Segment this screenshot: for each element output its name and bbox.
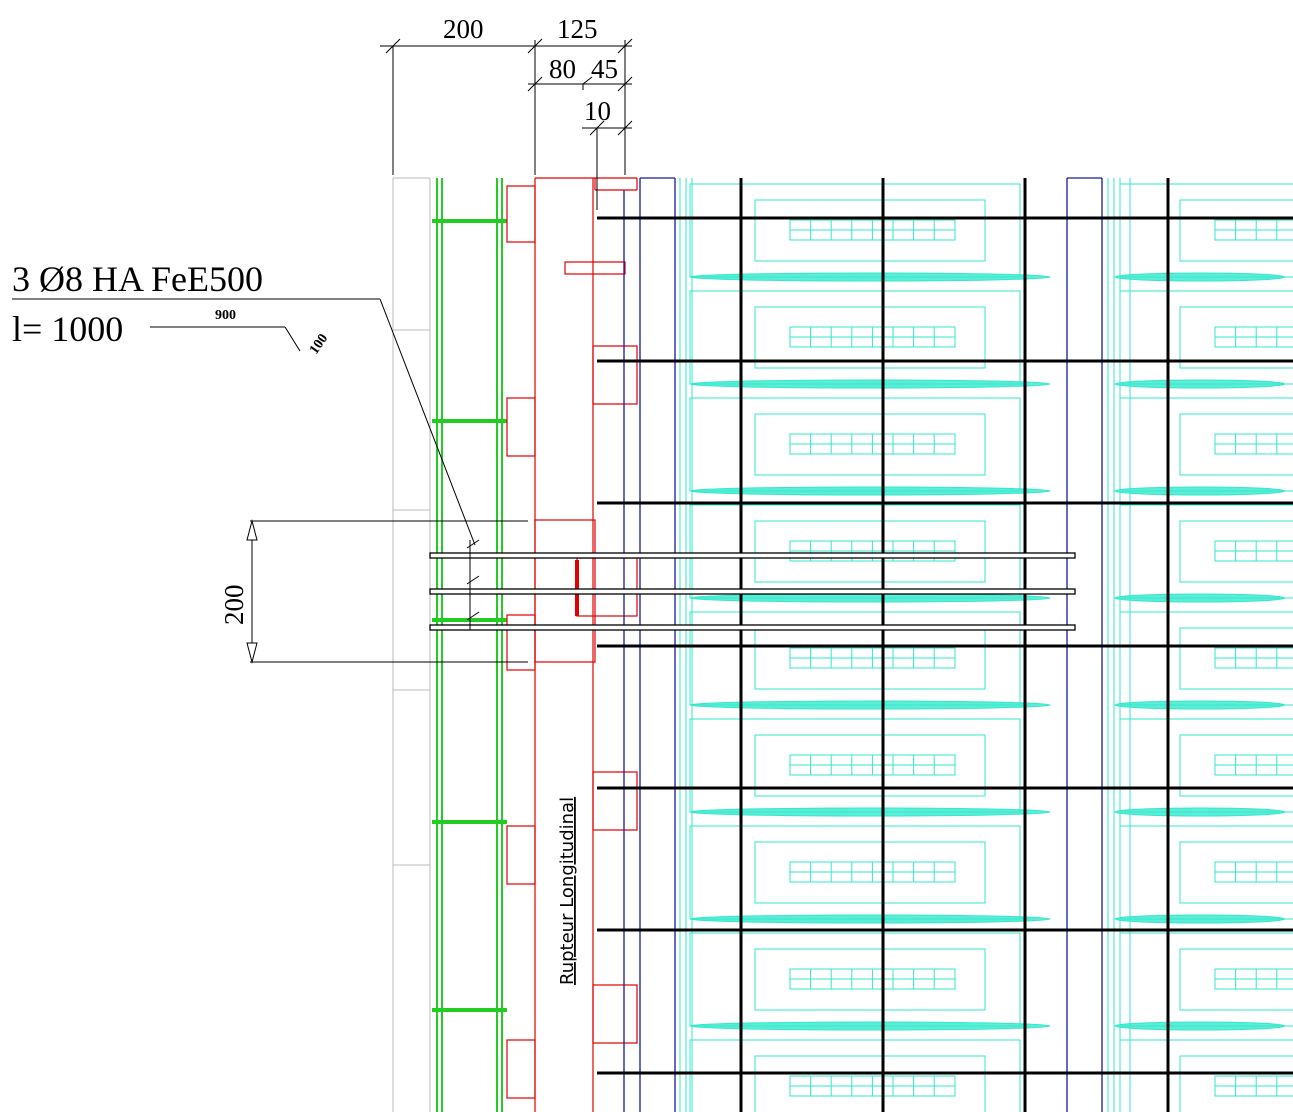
- slab-blocks-cyan: [679, 178, 1293, 1112]
- slab-block-inner: [754, 306, 986, 369]
- callout-bend-length: 900: [215, 308, 236, 323]
- slab-joint: [689, 700, 1051, 710]
- slab-joint: [689, 272, 1051, 282]
- reinforcement-grid: [597, 178, 1293, 1112]
- slab-block: [689, 1039, 1021, 1112]
- slab-block-inner: [754, 520, 986, 583]
- callout-line-1: 3 Ø8 HA FeE500: [12, 259, 263, 299]
- wall-outline: [392, 177, 431, 1112]
- dim-10: 10: [584, 96, 611, 126]
- slab-block-inner: [1179, 306, 1293, 369]
- slab-block-inner: [754, 948, 986, 1011]
- dim-200-vertical: 200: [219, 585, 249, 626]
- slab-block-inner: [754, 1055, 986, 1112]
- slab-block-inner: [1179, 199, 1293, 262]
- slab-joint: [689, 914, 1051, 924]
- rupteur-label: Rupteur Longitudinal: [557, 797, 578, 985]
- slab-joint: [1114, 1021, 1286, 1031]
- callout-line-2: l= 1000: [12, 309, 123, 349]
- slab-block-inner: [1179, 520, 1293, 583]
- slab-joint: [1114, 379, 1286, 389]
- slab-block-inner: [754, 841, 986, 904]
- vertical-dimension: [246, 519, 528, 664]
- slab-joint: [689, 486, 1051, 496]
- slab-block-inner: [1179, 734, 1293, 797]
- slab-joint: [689, 593, 1051, 603]
- slab-joint: [689, 1021, 1051, 1031]
- callout-leader: [12, 298, 480, 630]
- slab-block-inner: [754, 734, 986, 797]
- slab-joint: [1114, 486, 1286, 496]
- top-dimensions: [380, 38, 633, 210]
- dim-200-top: 200: [443, 14, 484, 44]
- slab-block-inner: [1179, 948, 1293, 1011]
- dim-45: 45: [591, 54, 618, 84]
- callout-hook-length: 100: [307, 331, 331, 357]
- slab-joint: [1114, 807, 1286, 817]
- slab-block-inner: [1179, 841, 1293, 904]
- slab-block-inner: [754, 199, 986, 262]
- slab-block-inner: [1179, 413, 1293, 476]
- rebar-cage-green: [432, 178, 507, 1112]
- slab-block-inner: [754, 413, 986, 476]
- dim-80: 80: [549, 54, 576, 84]
- dim-125: 125: [557, 14, 598, 44]
- slab-joint: [689, 379, 1051, 389]
- slab-joint: [1114, 272, 1286, 282]
- slab-joint: [689, 807, 1051, 817]
- slab-joint: [1114, 914, 1286, 924]
- slab-block-inner: [1179, 627, 1293, 690]
- slab-joint: [1114, 593, 1286, 603]
- slab-joint: [1114, 700, 1286, 710]
- slab-block-inner: [1179, 1055, 1293, 1112]
- connector-bars: [429, 552, 1076, 631]
